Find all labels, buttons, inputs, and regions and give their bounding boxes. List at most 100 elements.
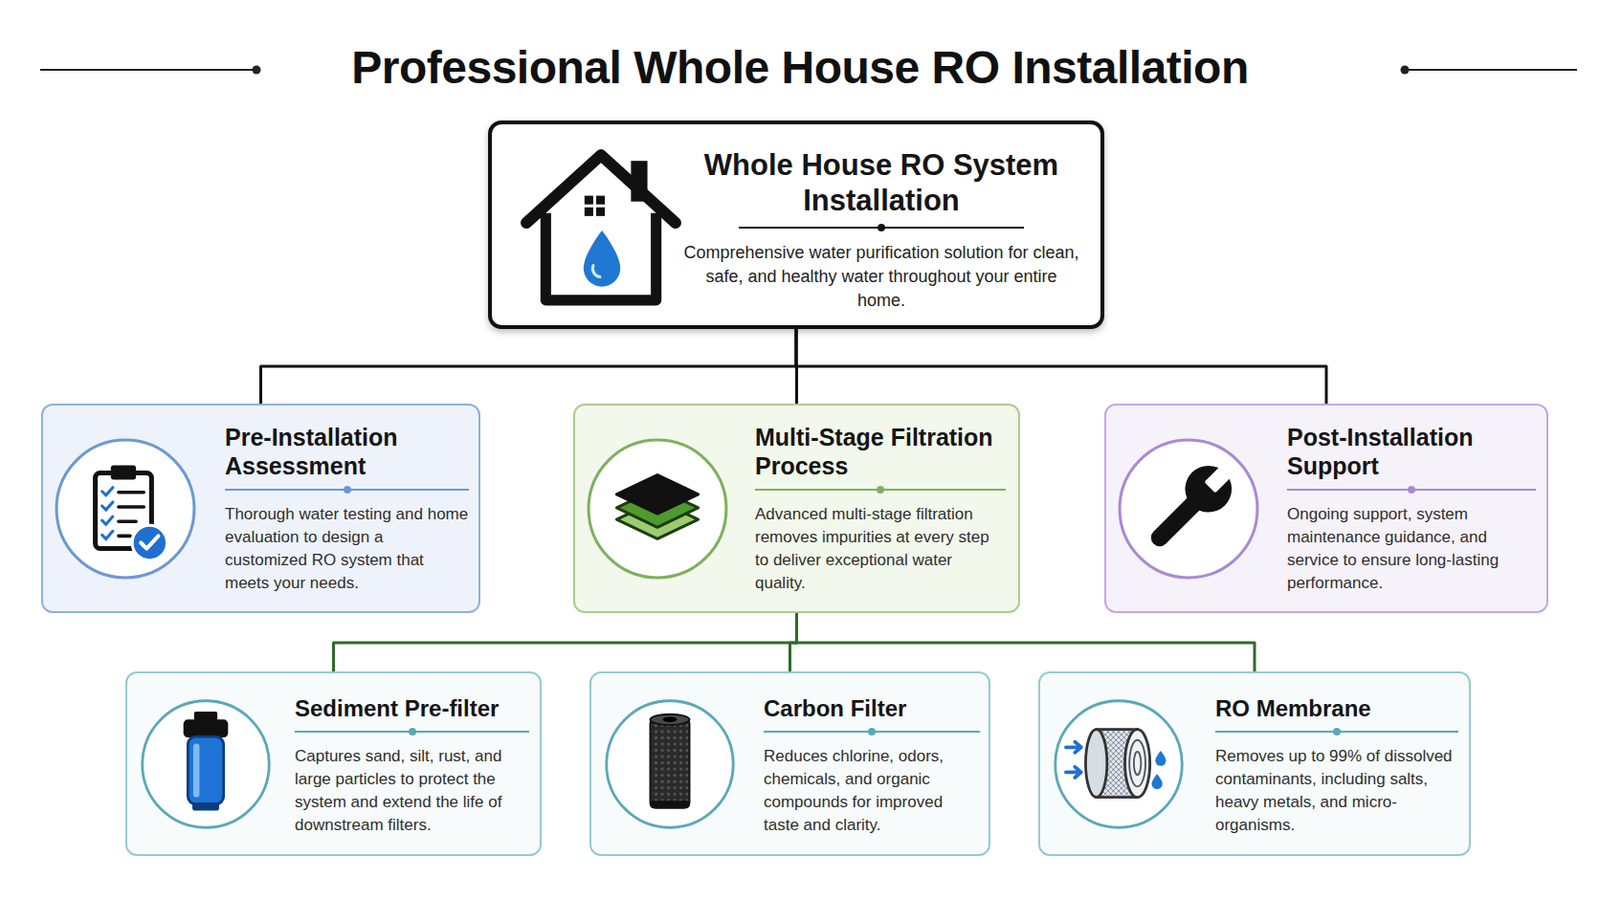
- box-heading: Sediment Pre-filter: [294, 694, 530, 723]
- icon-part: [592, 265, 600, 277]
- text-column: Sediment Pre-filterCaptures sand, silt, …: [294, 694, 530, 838]
- icon-part: [1125, 729, 1151, 798]
- box-heading: Pre-Installation Assessment: [224, 422, 469, 481]
- box-body: Removes up to 99% of dissolved contamina…: [1215, 745, 1459, 838]
- carbon-filter-icon: [602, 697, 737, 832]
- icon-ring: [142, 700, 270, 828]
- icon-part: [194, 711, 218, 720]
- text-column: Pre-Installation AssessmentThorough wate…: [224, 422, 469, 596]
- divider-dot: [867, 728, 876, 736]
- title-rule: [1406, 68, 1578, 71]
- icon-part: [1152, 774, 1163, 790]
- box-heading: Carbon Filter: [763, 694, 980, 723]
- icon-part: [111, 465, 136, 480]
- divider-dot: [877, 223, 886, 232]
- root-box: Whole House RO System InstallationCompre…: [488, 120, 1105, 330]
- clipboard-icon: [52, 436, 199, 582]
- text-column: Carbon FilterReduces chlorine, odors, ch…: [763, 694, 980, 838]
- icon-part: [1085, 729, 1107, 798]
- divider-dot: [876, 486, 885, 494]
- icon-part: [183, 719, 229, 738]
- ro-membrane-icon: [1051, 697, 1186, 832]
- icon-holder: [518, 145, 684, 311]
- process-box: Carbon FilterReduces chlorine, odors, ch…: [589, 671, 991, 857]
- divider-rule: [294, 731, 530, 734]
- title-text: Professional Whole House RO Installation: [341, 42, 1258, 93]
- icon-ring: [1119, 440, 1258, 578]
- icon-ring: [606, 700, 734, 828]
- icon-part: [663, 716, 678, 723]
- box-body: Comprehensive water purification solutio…: [683, 241, 1080, 313]
- box-body: Reduces chlorine, odors, chemicals, and …: [763, 745, 980, 838]
- process-box: RO MembraneRemoves up to 99% of dissolve…: [1038, 671, 1471, 857]
- process-box: Post-Installation SupportOngoing support…: [1104, 403, 1549, 614]
- icon-part: [616, 474, 698, 514]
- icon-part: [596, 196, 605, 205]
- layers-icon: [584, 436, 731, 582]
- box-heading: Whole House RO System Installation: [683, 147, 1080, 219]
- icon-part: [1203, 464, 1233, 493]
- icon-part: [526, 155, 676, 223]
- icon-part: [649, 718, 689, 808]
- box-heading: Multi-Stage Filtration Process: [755, 422, 1006, 481]
- icon-part: [584, 207, 594, 217]
- icon-part: [1066, 766, 1082, 778]
- page-title: Professional Whole House RO Installation: [0, 36, 1600, 100]
- icon-holder: [1115, 436, 1262, 582]
- divider-rule: [224, 488, 469, 491]
- icon-ring: [588, 440, 727, 578]
- icon-ring: [56, 440, 195, 578]
- house-icon: [518, 145, 684, 311]
- icon-ring: [1055, 700, 1183, 828]
- icon-part: [193, 743, 200, 798]
- process-box: Multi-Stage Filtration ProcessAdvanced m…: [573, 403, 1021, 614]
- divider-dot: [1407, 486, 1416, 494]
- text-column: Post-Installation SupportOngoing support…: [1287, 422, 1536, 596]
- icon-part: [1133, 751, 1141, 775]
- text-column: Whole House RO System InstallationCompre…: [683, 147, 1080, 313]
- tree-connector: [796, 329, 1327, 404]
- icon-part: [102, 487, 113, 539]
- title-dot: [1400, 66, 1410, 75]
- icon-part: [583, 230, 621, 288]
- icon-part: [132, 525, 167, 560]
- process-box: Pre-Installation AssessmentThorough wate…: [41, 403, 481, 614]
- icon-holder: [584, 436, 731, 582]
- tree-connector: [797, 613, 1256, 672]
- title-rule: [40, 68, 255, 71]
- icon-part: [1129, 739, 1146, 787]
- icon-part: [584, 196, 594, 205]
- text-column: RO MembraneRemoves up to 99% of dissolve…: [1215, 694, 1459, 838]
- box-body: Ongoing support, system maintenance guid…: [1287, 503, 1536, 596]
- divider-dot: [408, 728, 417, 736]
- icon-part: [1155, 751, 1166, 767]
- box-heading: RO Membrane: [1215, 694, 1459, 723]
- box-body: Thorough water testing and home evaluati…: [224, 503, 469, 596]
- tree-connector: [261, 329, 798, 404]
- icon-part: [649, 713, 689, 725]
- box-body: Advanced multi-stage filtration removes …: [755, 503, 1006, 596]
- divider-dot: [1333, 728, 1341, 736]
- icon-holder: [602, 697, 737, 832]
- icon-part: [1175, 455, 1242, 522]
- icon-holder: [1051, 697, 1186, 832]
- icon-part: [1066, 741, 1082, 753]
- icon-part: [187, 736, 223, 805]
- divider-rule: [1287, 488, 1536, 491]
- tree-connector: [333, 613, 798, 672]
- icon-part: [545, 213, 656, 301]
- box-heading: Post-Installation Support: [1287, 422, 1536, 481]
- text-column: Multi-Stage Filtration ProcessAdvanced m…: [755, 422, 1006, 596]
- divider-rule: [1215, 731, 1459, 734]
- icon-holder: [138, 697, 273, 832]
- icon-part: [1136, 452, 1245, 560]
- icon-part: [192, 802, 220, 811]
- divider-rule: [755, 488, 1006, 491]
- icon-part: [140, 535, 158, 549]
- title-dot: [252, 66, 262, 75]
- box-body: Captures sand, silt, rust, and large par…: [294, 745, 530, 838]
- divider-dot: [343, 486, 352, 494]
- wrench-icon: [1115, 436, 1262, 582]
